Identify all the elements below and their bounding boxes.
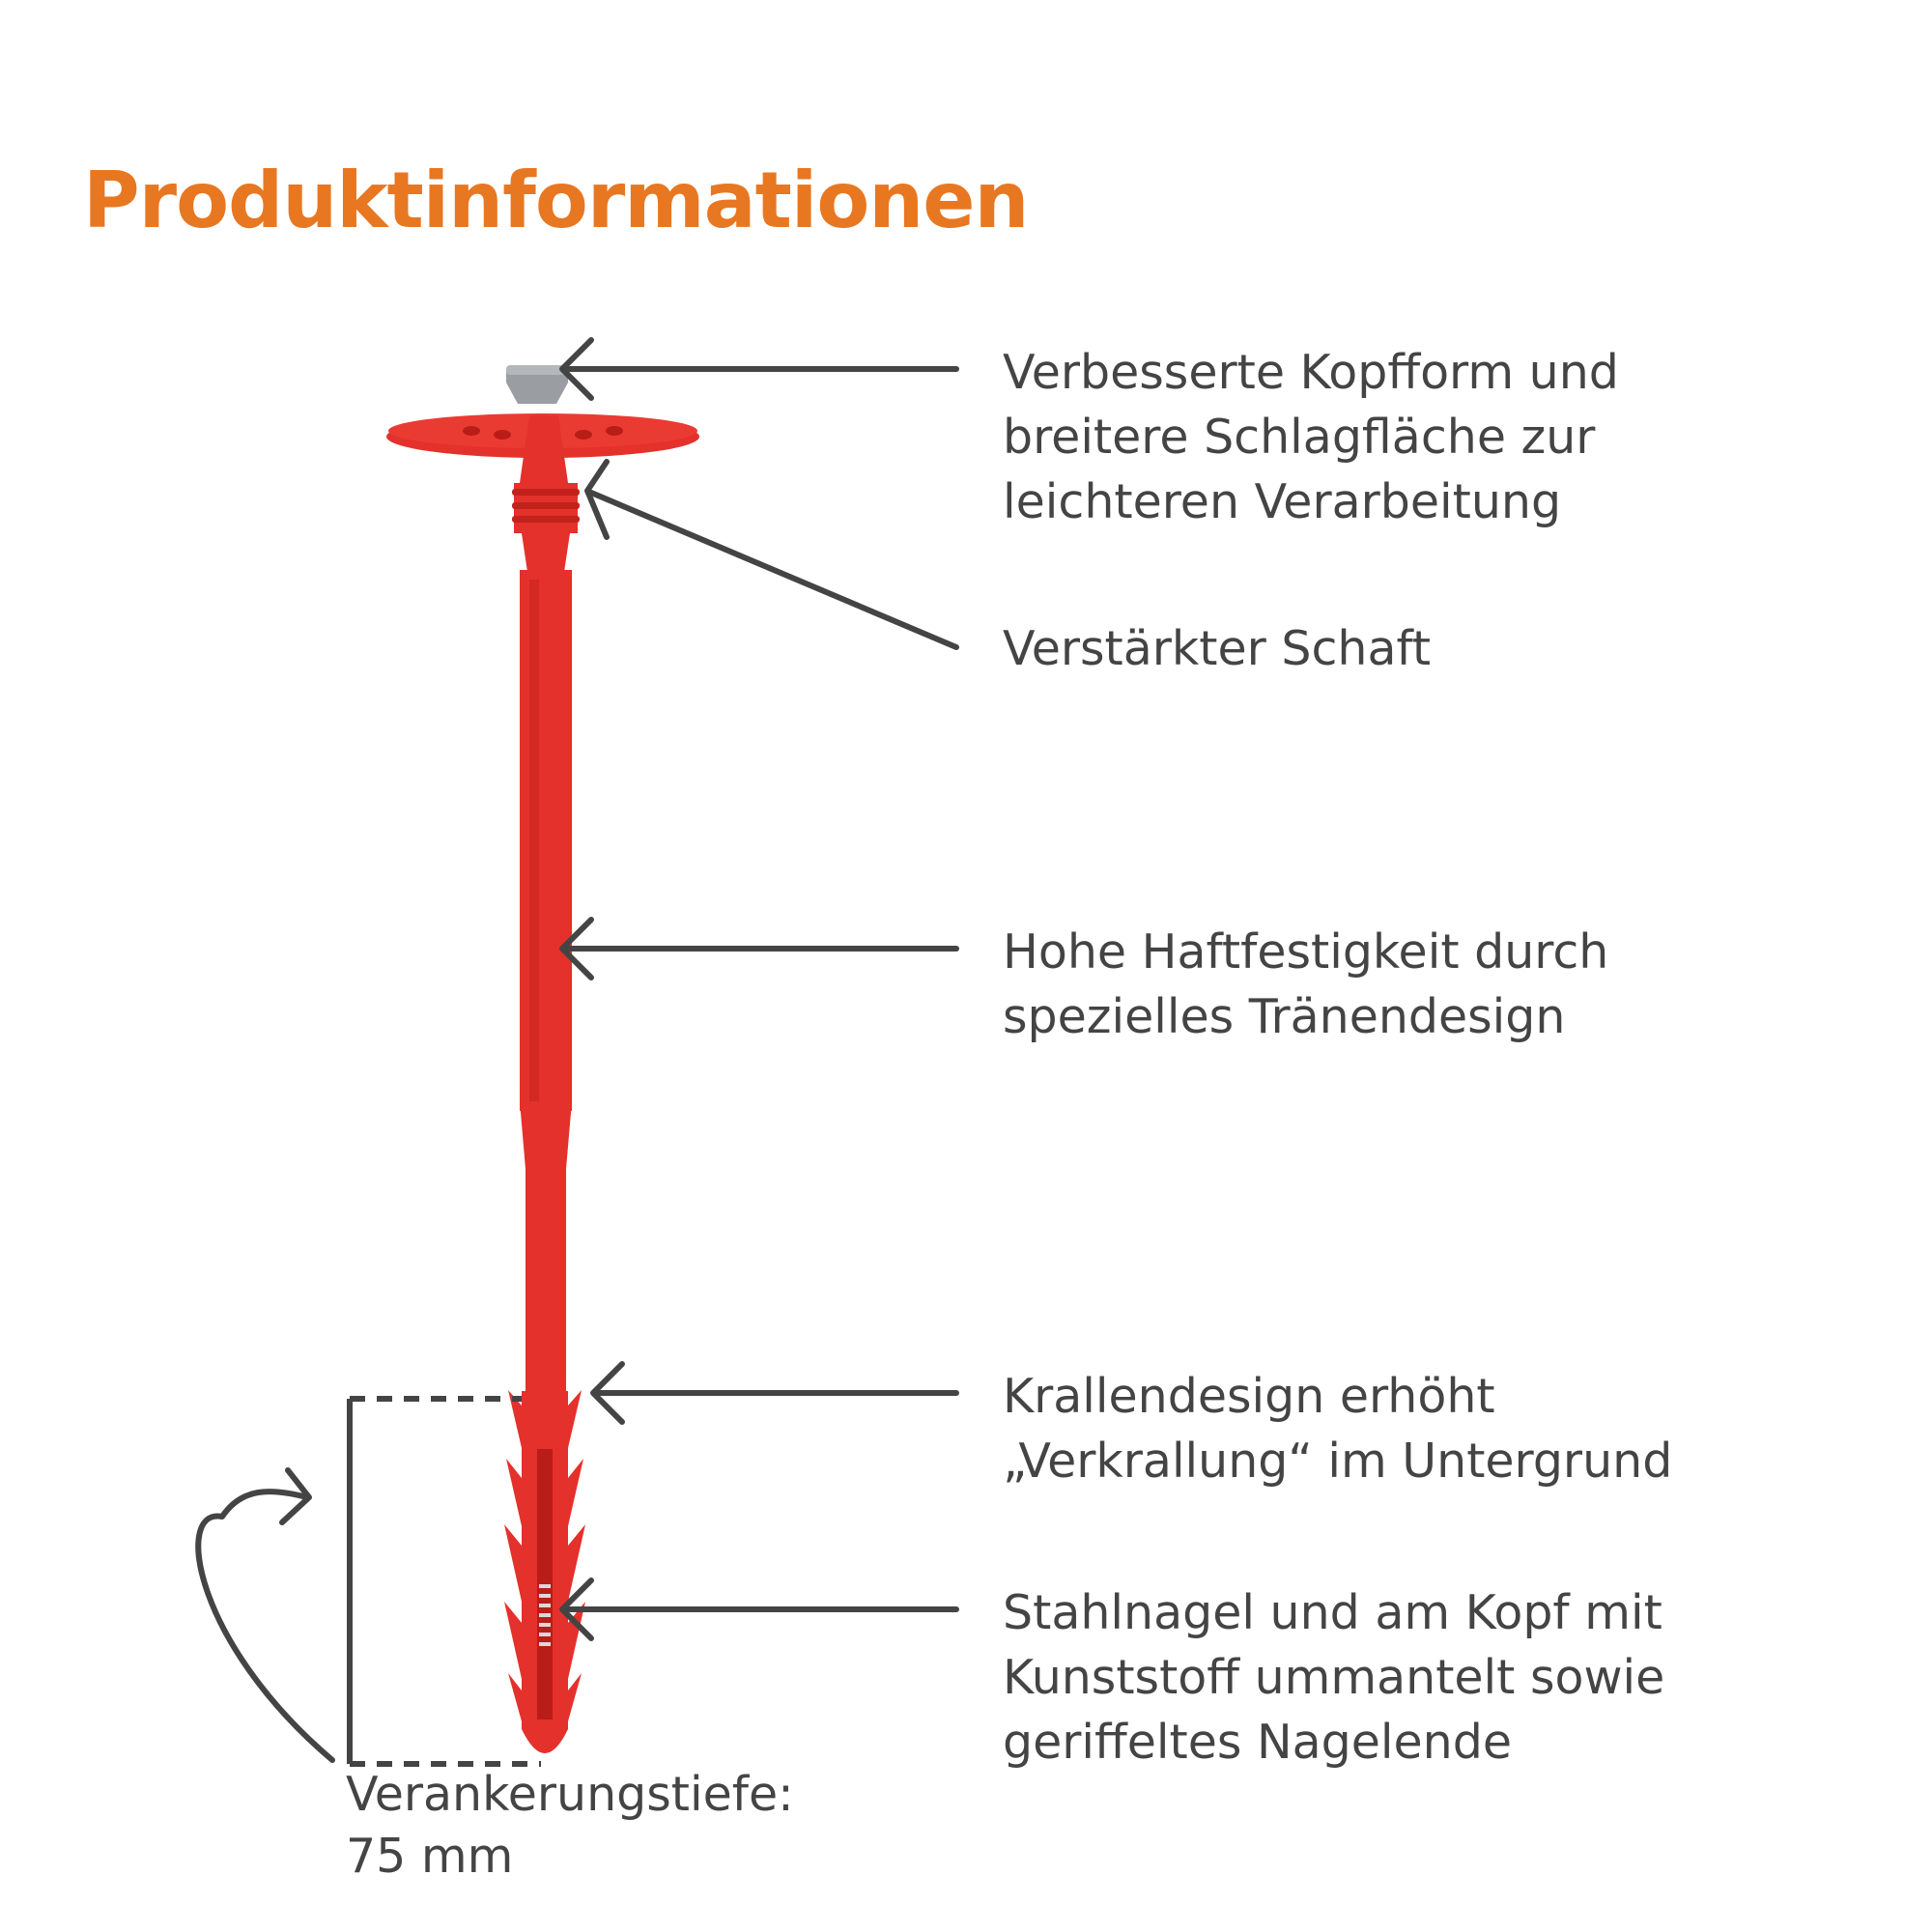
annotation-line: „Verkrallung“ im Untergrund — [1003, 1434, 1673, 1489]
arrow-5 — [559, 1577, 959, 1641]
depth-curved-arrow — [195, 1467, 335, 1763]
arrow-2 — [584, 459, 959, 650]
annotation-line: Kunststoff ummantelt sowie — [1003, 1650, 1665, 1705]
annotation-line: geriffeltes Nagelende — [1003, 1715, 1512, 1770]
annotation-claw-design: Krallendesign erhöht „Verkrallung“ im Un… — [1003, 1364, 1672, 1493]
annotation-line: Krallendesign erhöht — [1003, 1369, 1495, 1424]
annotation-line: Verstärkter Schaft — [1003, 621, 1432, 676]
anchor-shaft — [512, 415, 580, 1401]
anchoring-depth-value: 75 mm — [346, 1829, 514, 1884]
annotation-shaft: Verstärkter Schaft — [1003, 616, 1431, 681]
arrow-3 — [559, 917, 959, 980]
depth-bracket — [347, 1396, 541, 1767]
annotation-line: Hohe Haftfestigkeit durch — [1003, 924, 1609, 980]
page-title: Produktinformationen — [83, 156, 1029, 245]
arrow-1 — [559, 337, 959, 401]
annotation-adhesion: Hohe Haftfestigkeit durch spezielles Trä… — [1003, 920, 1608, 1049]
annotation-steel-nail: Stahlnagel und am Kopf mit Kunststoff um… — [1003, 1580, 1664, 1775]
annotation-line: Stahlnagel und am Kopf mit — [1003, 1585, 1662, 1640]
annotation-line: breitere Schlagfläche zur — [1003, 410, 1596, 465]
anchor-cap — [506, 365, 568, 404]
anchor-claws — [504, 1390, 585, 1753]
anchoring-depth-label: Verankerungstiefe: — [346, 1767, 794, 1822]
anchoring-depth: Verankerungstiefe: 75 mm — [346, 1764, 794, 1888]
steel-nail — [539, 1584, 551, 1646]
annotation-line: leichteren Verarbeitung — [1003, 474, 1562, 529]
annotation-line: spezielles Tränendesign — [1003, 989, 1566, 1044]
arrow-4 — [590, 1361, 959, 1425]
annotation-line: Verbesserte Kopfform und — [1003, 345, 1619, 400]
annotation-head-shape: Verbesserte Kopfform und breitere Schlag… — [1003, 340, 1619, 534]
